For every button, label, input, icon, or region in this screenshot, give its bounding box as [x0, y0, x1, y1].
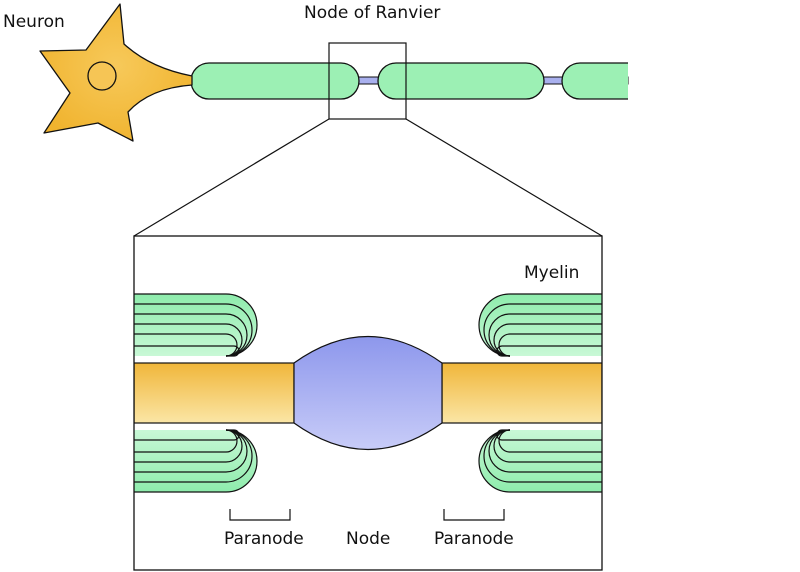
node-of-ranvier-label: Node of Ranvier: [304, 3, 441, 23]
myelin-upper-right: [478, 293, 602, 357]
myelin-lower-right: [478, 429, 602, 493]
paranode-right-bracket: [443, 509, 505, 521]
zoom-line-right: [405, 118, 603, 237]
detail-panel: [133, 235, 603, 571]
neuron-nucleus: [87, 61, 117, 91]
myelin-lower-left: [134, 429, 258, 493]
myelin-sheath-1: [190, 62, 360, 100]
myelin-upper-left: [134, 293, 258, 357]
paranode-right-label: Paranode: [434, 529, 514, 549]
axon-segment-left: [134, 362, 295, 424]
axon-segment-right: [441, 362, 602, 424]
neuron-label: Neuron: [3, 12, 65, 32]
myelin-sheath-3: [561, 62, 628, 100]
node-bulge: [293, 335, 443, 451]
myelin-sheath-2: [377, 62, 545, 100]
axon-overview: [175, 62, 629, 100]
myelin-label: Myelin: [524, 263, 580, 283]
detail-frame: [133, 235, 603, 571]
paranode-left-label: Paranode: [224, 529, 304, 549]
zoom-line-left: [133, 118, 330, 237]
paranode-left-bracket: [229, 509, 291, 521]
zoom-box: [328, 42, 407, 120]
neuron-soma: [39, 3, 193, 142]
node-label: Node: [346, 529, 391, 549]
